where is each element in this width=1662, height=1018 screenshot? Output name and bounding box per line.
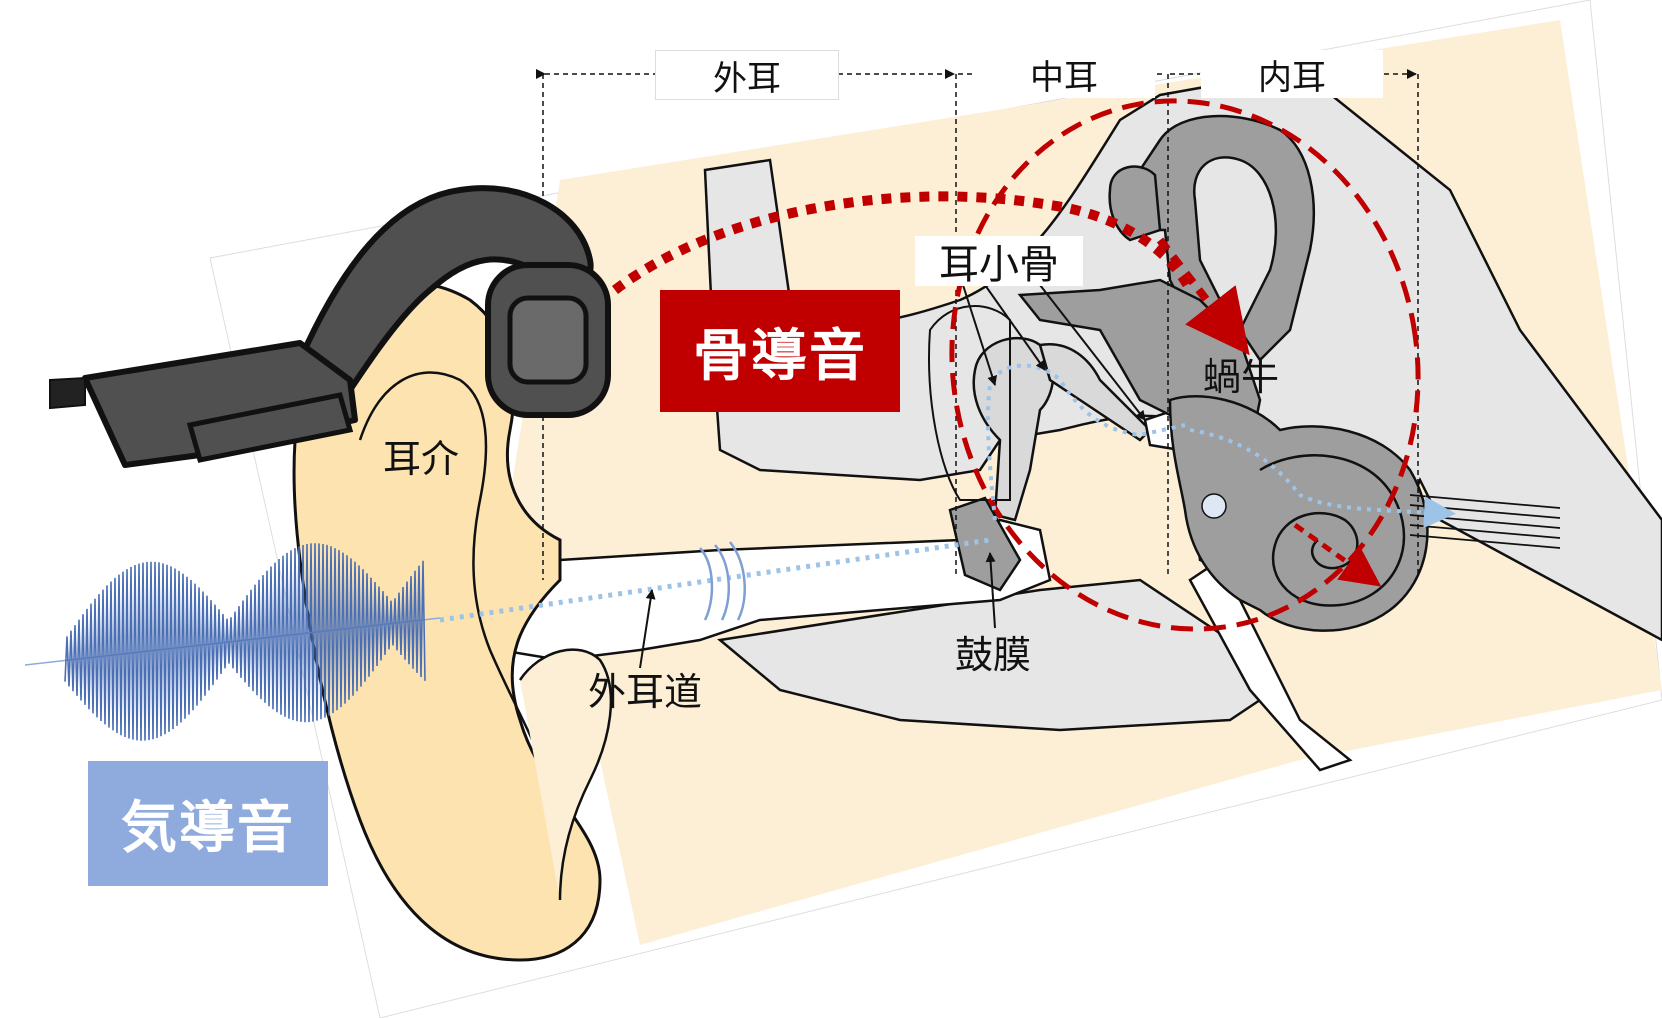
middle-ear-cavity-outline (928, 305, 1011, 501)
ear-canal-label: 外耳道 (588, 670, 703, 714)
ossicle-callout-line-3 (1039, 284, 1146, 421)
semicircular-canals (1108, 114, 1315, 362)
bone-conduction-headphone-icon (49, 185, 611, 468)
semicircular-canal-small (1108, 165, 1162, 242)
air-wave-arcs (699, 541, 746, 621)
air-conduction-path (439, 537, 991, 623)
bone-conduction-arrow-lower (1293, 522, 1382, 587)
region-label-outer-ear: 外耳 (655, 50, 839, 100)
eardrum-label: 鼓膜 (955, 633, 1032, 677)
round-window (1201, 493, 1227, 519)
pinna-label: 耳介 (383, 437, 460, 481)
tragus (518, 648, 613, 901)
bone-conduction-arrow-to-cochlea (1156, 237, 1250, 356)
eardrum-callout-line (985, 552, 996, 629)
air-conduction-path-cochlea (1189, 428, 1456, 529)
ossicles-label: 耳小骨 (915, 236, 1083, 288)
region-label-inner-ear: 内耳 (1201, 50, 1383, 98)
ear-canal-callout-line (639, 589, 656, 669)
bone-conduction-badge: 骨導音 (660, 290, 900, 412)
sound-wave-icon (24, 543, 441, 741)
ossicle-incus (1038, 342, 1152, 442)
air-conduction-badge: 気導音 (88, 761, 328, 886)
bone-conduction-circle (949, 98, 1421, 632)
styloid-process (1188, 558, 1353, 772)
ossicle-callout-line-1 (962, 284, 998, 386)
air-conduction-path-ossicles (985, 363, 1186, 521)
sound-wave-trace (64, 543, 426, 741)
pinna-inner-fold (358, 371, 562, 841)
region-label-middle-ear: 中耳 (973, 50, 1155, 98)
cochlea-label: 蝸牛 (1203, 355, 1280, 399)
ossicle-callout-line-2 (984, 284, 1046, 371)
